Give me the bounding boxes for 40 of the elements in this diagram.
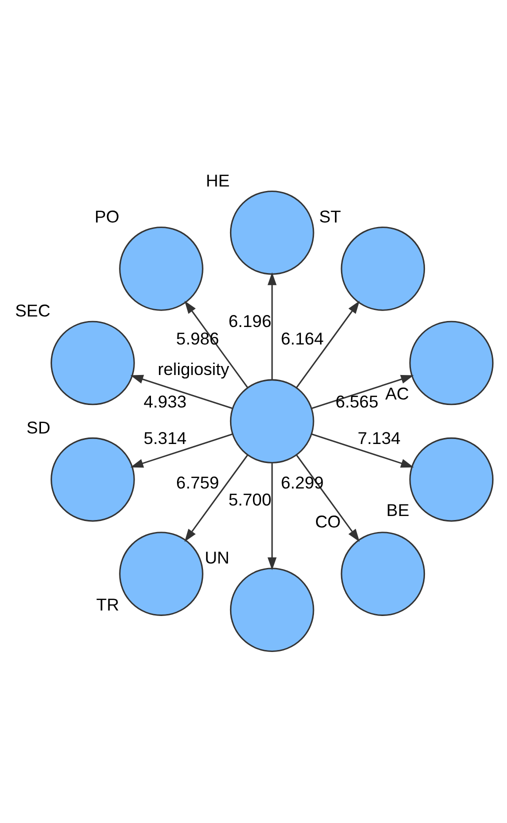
edge-label: 6.196 (228, 310, 272, 331)
node-label: AC (385, 383, 410, 404)
node-circle (50, 436, 135, 522)
arrow (184, 454, 248, 542)
node-label: HE (206, 170, 230, 190)
arrow (312, 374, 414, 409)
node-label: ST (319, 206, 342, 226)
edge-label: 6.565 (336, 390, 378, 411)
node-circle (119, 531, 204, 616)
node-label: BE (386, 500, 410, 520)
node-circle (230, 190, 314, 274)
arrow (184, 300, 248, 388)
edge-label: 5.314 (144, 428, 186, 448)
node-circle (340, 531, 426, 616)
node-circle (409, 320, 494, 405)
node-label: CO (315, 511, 341, 532)
edge-label: 4.933 (144, 390, 186, 411)
node-circle (409, 436, 494, 522)
node-circle (50, 320, 135, 405)
node-circle (119, 226, 204, 310)
node-label: TR (96, 594, 120, 614)
node-label: PO (94, 206, 120, 226)
edge-label: 6.759 (176, 472, 220, 492)
node-label: UN (204, 547, 230, 568)
node-label: religiosity (158, 358, 230, 379)
arrow (312, 433, 414, 468)
edge-label: 5.700 (228, 489, 272, 510)
arrow (296, 454, 360, 542)
edge-label: 7.134 (358, 428, 401, 448)
edge-label: 6.164 (280, 328, 324, 348)
node-circle (230, 567, 314, 652)
node-label: SD (26, 416, 50, 437)
arrow (130, 374, 232, 409)
arrow (268, 272, 277, 379)
node-label: SEC (15, 300, 50, 320)
arrow (296, 300, 360, 388)
node-circle (230, 378, 314, 463)
arrow (130, 433, 232, 468)
node-circle (340, 226, 426, 310)
arrow (268, 462, 277, 570)
